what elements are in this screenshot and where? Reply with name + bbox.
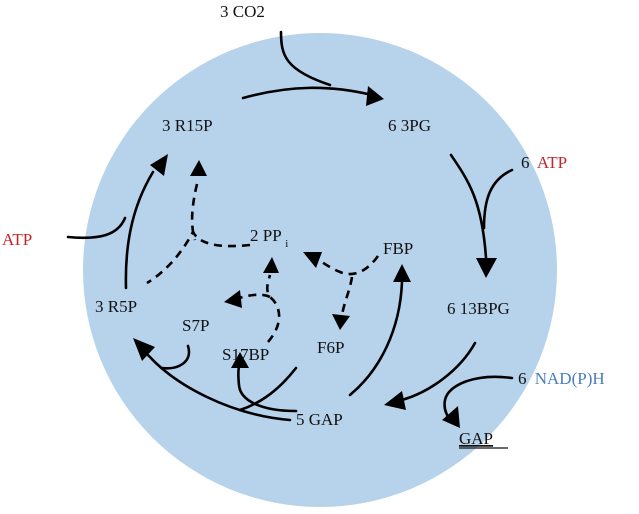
label-ppi-main: 2 PP [250, 226, 281, 245]
label-nadph-coef: 6 [518, 369, 527, 388]
arrow-f6p-to-s17bp [238, 366, 298, 412]
arrowhead-dashed-r15p [190, 160, 207, 176]
arrowhead-dashed-f6p [332, 314, 350, 330]
label-ppi: 2 PP i [250, 226, 288, 250]
arrowhead-s17bp [231, 352, 249, 368]
label-gap-output: GAP [459, 429, 493, 448]
arrow-gap-to-r5p [146, 353, 292, 422]
label-fbp: FBP [383, 239, 413, 258]
arrow-r5p-to-r15p [124, 170, 155, 290]
label-nadph: NAD(P)H [535, 369, 605, 388]
arrowhead-5gap [384, 391, 406, 410]
arrowhead-3pg [366, 86, 384, 106]
arrow-gap-to-fbp [348, 280, 404, 397]
dashed-ppi-r5p [146, 230, 251, 285]
arrowhead-13bpg [476, 258, 497, 278]
label-atp-input: 6 ATP [521, 153, 567, 172]
dashed-fbp-ppi [315, 255, 380, 276]
arrowhead-dashed-s7p [224, 290, 242, 308]
arrowhead-fbp [393, 264, 411, 282]
arrowhead-dashed-ppi-right [303, 252, 322, 268]
label-r15p: 3 R15P [162, 116, 213, 135]
dashed-to-f6p [340, 276, 354, 316]
label-atp-coef: 6 [521, 153, 530, 172]
label-s17bp: S17BP [222, 345, 269, 364]
arrow-gap-branch [237, 360, 298, 413]
label-13bpg: 6 13BPG [447, 299, 510, 318]
label-atp-left: ATP [2, 230, 32, 249]
label-s7p: S7P [182, 316, 209, 335]
label-co2: 3 CO2 [220, 2, 265, 21]
arrowhead-r15p [150, 154, 168, 176]
label-3pg: 6 3PG [388, 116, 431, 135]
arrow-r15p-to-3pg [241, 86, 374, 100]
label-ppi-sub: i [285, 238, 288, 250]
dashed-to-s7p [239, 293, 271, 300]
label-f6p: F6P [317, 338, 344, 357]
arrow-atp-left-input [66, 216, 127, 240]
arrow-s7p-join [160, 344, 191, 370]
background-circle [83, 33, 557, 507]
label-r5p: 3 R5P [95, 297, 137, 316]
arrowhead-gap-output [442, 406, 460, 428]
arrow-3pg-to-13bpg [449, 153, 488, 260]
label-5gap: 5 GAP [296, 410, 343, 429]
arrow-13bpg-to-gap [400, 341, 477, 402]
arrowhead-r5p [133, 338, 155, 361]
label-nadph-input: 6 NAD(P)H [518, 369, 605, 388]
arrow-co2-input [279, 30, 332, 87]
arrowhead-dashed-ppi-bottom [263, 257, 279, 273]
label-atp: ATP [537, 153, 567, 172]
dashed-s17bp-ppi [265, 274, 281, 343]
arrow-atp-input [482, 168, 514, 230]
dashed-r15p-ppi [190, 183, 199, 241]
